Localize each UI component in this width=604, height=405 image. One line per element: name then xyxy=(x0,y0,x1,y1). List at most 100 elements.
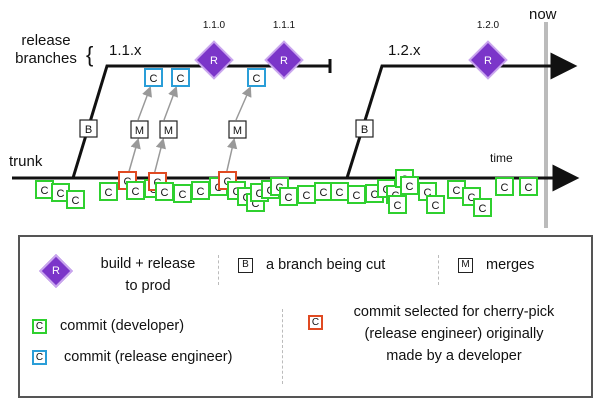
branch-cut-letter: B xyxy=(85,124,92,136)
merge-letter: M xyxy=(233,125,242,137)
branch-1-2-x-label: 1.2.x xyxy=(388,42,421,59)
branch-1-1-x-line xyxy=(71,64,330,179)
branch-cut-marker: B xyxy=(79,119,98,138)
legend-divider xyxy=(282,309,283,384)
merge-arrow xyxy=(235,86,252,121)
legend-release-engineer-commit-text: commit (release engineer) xyxy=(64,349,233,365)
release-version: 1.1.0 xyxy=(203,20,226,31)
developer-commit: C xyxy=(155,182,174,201)
developer-commit: C xyxy=(66,190,85,209)
legend-developer-commit-text: commit (developer) xyxy=(60,318,185,334)
merge-letter: M xyxy=(135,125,144,137)
now-label: now xyxy=(529,6,557,23)
merge-arrow xyxy=(137,86,152,121)
developer-commit: C xyxy=(35,180,54,199)
commit-letter: C xyxy=(479,203,487,215)
release-marker: 1.1.1 R xyxy=(264,20,304,80)
branch-1-1-x-label: 1.1.x xyxy=(109,42,142,59)
commit-letter: C xyxy=(41,185,49,197)
legend-cherry-pick-commit-icon: C xyxy=(308,315,323,330)
developer-commit: C xyxy=(330,182,349,201)
merge-arrow xyxy=(153,137,166,176)
developer-commit: C xyxy=(495,177,514,196)
release-letter: R xyxy=(484,55,492,67)
release-engineer-commit: C xyxy=(171,68,190,87)
release-engineer-commit: C xyxy=(144,68,163,87)
legend-branch-text: a branch being cut xyxy=(266,257,386,273)
developer-commit: C xyxy=(314,182,333,201)
commit-letter: C xyxy=(197,186,205,198)
merge-letter: M xyxy=(164,125,173,137)
commit-letter: C xyxy=(371,189,379,201)
commit-letter: C xyxy=(253,73,261,85)
brace-glyph: { xyxy=(86,42,93,67)
trunk-label: trunk xyxy=(9,153,43,170)
merge-marker: M xyxy=(159,120,178,139)
release-marker: 1.2.0 R xyxy=(468,20,508,80)
release-version: 1.1.1 xyxy=(273,20,296,31)
merge-arrow xyxy=(163,86,178,121)
developer-commit: C xyxy=(462,187,481,206)
merge-arrow xyxy=(225,137,238,176)
merge-arrow xyxy=(127,137,141,176)
commit-letter: C xyxy=(72,195,80,207)
release-engineer-commit: C xyxy=(247,68,266,87)
commit-letter: C xyxy=(161,187,169,199)
commit-letter: C xyxy=(453,185,461,197)
legend-branch-icon: B xyxy=(238,258,253,273)
developer-commit: C xyxy=(347,185,366,204)
commit-letter: C xyxy=(320,187,328,199)
legend-divider xyxy=(218,255,219,285)
time-label: time xyxy=(490,151,513,165)
developer-commit: C xyxy=(388,195,407,214)
release-version: 1.2.0 xyxy=(477,20,500,31)
commit-letter: C xyxy=(256,188,264,200)
commit-letter: C xyxy=(394,200,402,212)
commit-letter: C xyxy=(432,200,440,212)
legend-merge-icon: M xyxy=(458,258,473,273)
legend-developer-commit-icon: C xyxy=(32,319,47,334)
developer-commit: C xyxy=(473,198,492,217)
developer-commit: C xyxy=(426,195,445,214)
developer-commit: C xyxy=(191,181,210,200)
release-letter: R xyxy=(280,55,288,67)
commit-letter: C xyxy=(177,73,185,85)
legend-divider xyxy=(438,255,439,285)
branch-cut-marker: B xyxy=(355,119,374,138)
commit-letter: C xyxy=(105,187,113,199)
legend-merge-text: merges xyxy=(486,257,535,273)
legend-cherry-pick-commit-text: commit selected for cherry-pick(release … xyxy=(353,304,555,364)
commit-letter: C xyxy=(501,182,509,194)
commit-letter: C xyxy=(424,187,432,199)
developer-commit: C xyxy=(99,182,118,201)
developer-commit: C xyxy=(400,176,419,195)
developer-commit: C xyxy=(297,185,316,204)
commit-letter: C xyxy=(150,73,158,85)
commit-letter: C xyxy=(179,189,187,201)
branch-cut-letter: B xyxy=(361,124,368,136)
branch-1-2-x-line xyxy=(345,52,578,179)
commit-letter: C xyxy=(132,186,140,198)
developer-commit: C xyxy=(173,184,192,203)
merge-marker: M xyxy=(228,120,247,139)
release-marker: 1.1.0 R xyxy=(194,20,234,80)
trunk-commits: CCCCCCCCCCCCCCCCCCCCCCCCCCCCCCCCCCCCC xyxy=(35,169,538,217)
legend-release-engineer-commit-icon: C xyxy=(32,350,47,365)
developer-commit: C xyxy=(519,177,538,196)
release-letter: R xyxy=(210,55,218,67)
legend-release-letter: R xyxy=(52,265,60,277)
commit-letter: C xyxy=(353,190,361,202)
commit-letter: C xyxy=(303,190,311,202)
commit-letter: C xyxy=(336,187,344,199)
commit-letter: C xyxy=(406,181,414,193)
developer-commit: C xyxy=(126,181,145,200)
developer-commit: C xyxy=(279,187,298,206)
developer-commit: C xyxy=(51,183,70,202)
commit-letter: C xyxy=(233,186,241,198)
commit-letter: C xyxy=(285,192,293,204)
merge-marker: M xyxy=(130,120,149,139)
